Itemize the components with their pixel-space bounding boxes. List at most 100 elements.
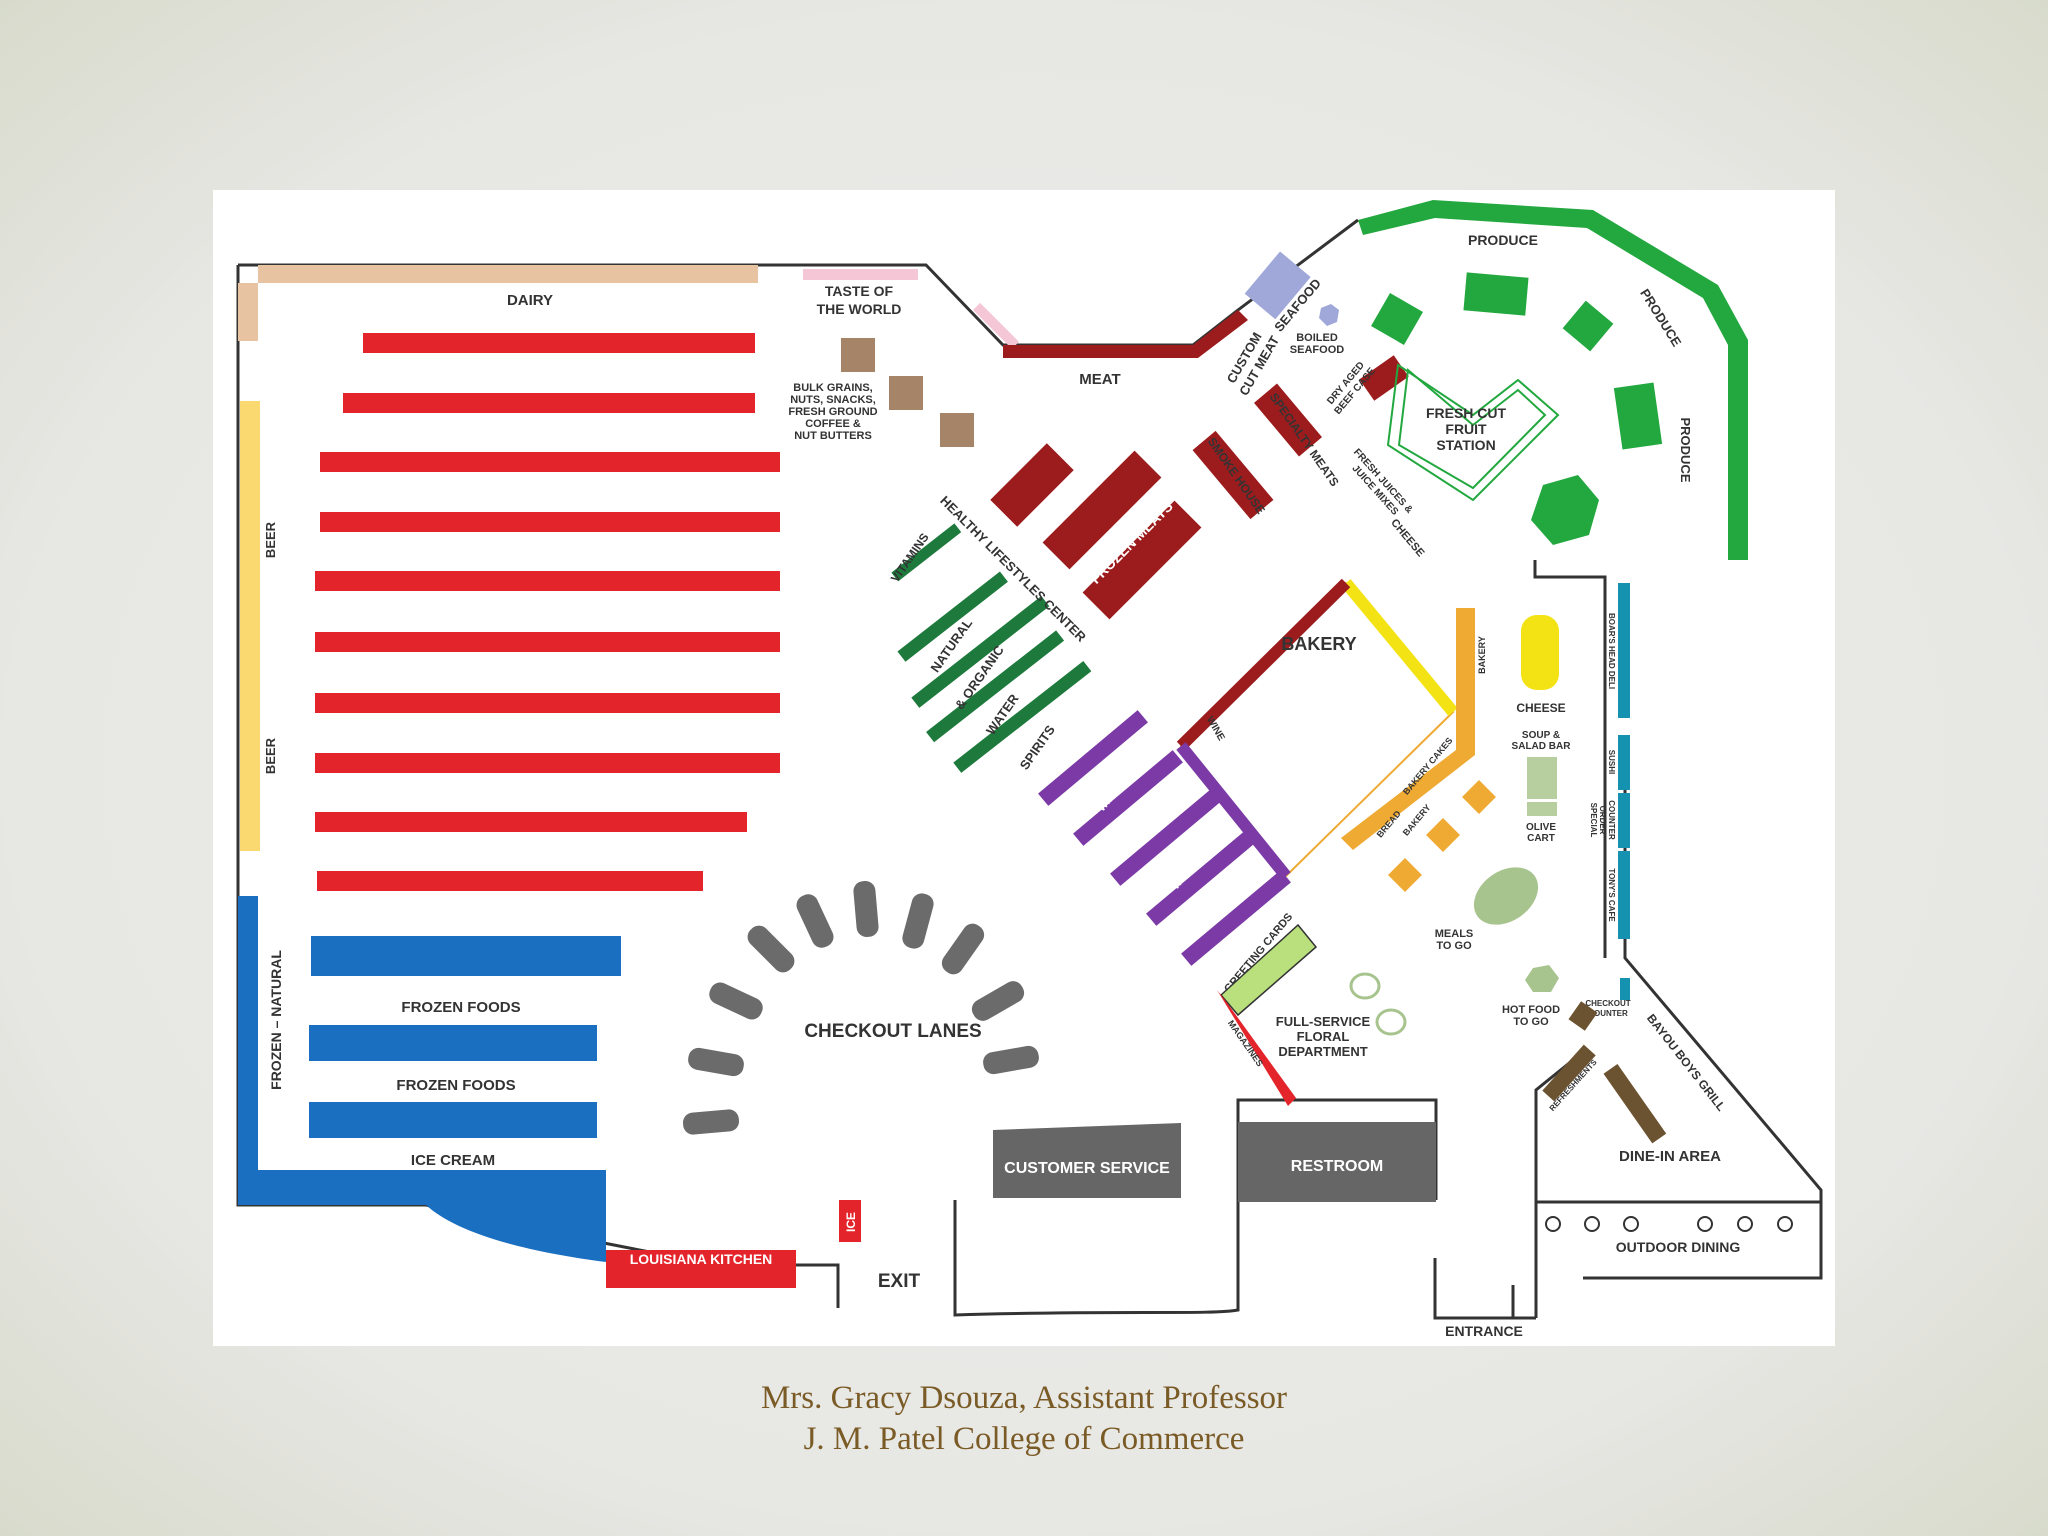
boars-head-deli bbox=[1618, 583, 1630, 718]
checkout-lane bbox=[796, 894, 834, 948]
frozen-meat-case bbox=[990, 443, 1074, 527]
checkout-lane bbox=[983, 1045, 1039, 1075]
label-fruit-station-1: FRESH CUT bbox=[1426, 405, 1507, 421]
label-frozen-foods-2: FROZEN FOODS bbox=[396, 1077, 515, 1094]
produce-table bbox=[1531, 475, 1599, 545]
label-taste-of-world-2: THE WORLD bbox=[817, 301, 902, 317]
floral-department bbox=[1219, 923, 1318, 1017]
label-bulk-grains-3: FRESH GROUND bbox=[788, 406, 877, 418]
label-boiled-seafood-2: SEAFOOD bbox=[1290, 344, 1344, 356]
label-restroom: RESTROOM bbox=[1291, 1158, 1383, 1175]
outdoor-tables bbox=[1545, 1216, 1793, 1232]
ice-chest bbox=[839, 1200, 861, 1242]
bakery-table bbox=[1426, 818, 1460, 852]
label-checkout-counter-1: CHECKOUT bbox=[1585, 999, 1630, 1008]
label-sushi: SUSHI bbox=[1607, 750, 1616, 774]
vitamins-shelf bbox=[891, 523, 962, 582]
taste-of-world-shelf bbox=[803, 269, 918, 280]
floral-display bbox=[1349, 972, 1381, 1000]
label-fruit-station-3: STATION bbox=[1436, 437, 1495, 453]
aisle bbox=[363, 333, 755, 353]
label-entrance: ENTRANCE bbox=[1445, 1323, 1523, 1339]
label-bayou-boys-grill: BAYOU BOYS GRILL bbox=[1644, 1011, 1728, 1113]
bulk-bin bbox=[841, 338, 875, 372]
beer-cooler bbox=[240, 401, 260, 851]
label-ice-cream: ICE CREAM bbox=[411, 1152, 495, 1169]
label-boiled-seafood-1: BOILED bbox=[1296, 332, 1338, 344]
spirits-shelf bbox=[953, 660, 1092, 773]
meals-to-go-table bbox=[1473, 867, 1539, 925]
bakery-counter bbox=[1341, 608, 1475, 850]
label-cheese-diag: CHEESE bbox=[1388, 517, 1426, 559]
wine-shelf bbox=[1073, 750, 1183, 846]
produce-table bbox=[1562, 300, 1614, 352]
meat-case bbox=[1003, 310, 1248, 358]
grocery-aisles bbox=[315, 333, 780, 891]
checkout-lane bbox=[853, 880, 879, 938]
label-meals-to-go-1: MEALS bbox=[1435, 928, 1474, 940]
natural-shelf bbox=[897, 571, 1008, 662]
label-magazines: MAGAZINES bbox=[1226, 1018, 1265, 1068]
louisiana-kitchen bbox=[606, 1250, 796, 1288]
label-special-order-2: ORDER bbox=[1598, 806, 1607, 835]
floral-display bbox=[1375, 1008, 1407, 1036]
magazines-rack bbox=[1217, 990, 1296, 1106]
label-louisiana-kitchen: LOUISIANA KITCHEN bbox=[630, 1251, 773, 1267]
outdoor-table bbox=[1777, 1216, 1793, 1232]
label-beer-top: BEER bbox=[263, 521, 278, 558]
frozen-meat-case bbox=[1042, 450, 1162, 570]
aisle bbox=[315, 753, 780, 773]
label-taste-of-world-1: TASTE OF bbox=[825, 283, 894, 299]
label-floral-2: FLORAL bbox=[1297, 1029, 1350, 1044]
label-bakery-small: BAKERY bbox=[1477, 636, 1487, 674]
caption-author: Mrs. Gracy Dsouza, Assistant Professor bbox=[760, 1380, 1288, 1416]
outdoor-table bbox=[1737, 1216, 1753, 1232]
label-dine-in-area: DINE-IN AREA bbox=[1619, 1148, 1721, 1165]
fruit-station-inner bbox=[1397, 368, 1547, 490]
aisle bbox=[320, 452, 780, 472]
store-floor-plan: DAIRY BEER BEER bbox=[213, 190, 1835, 1346]
sushi-counter bbox=[1618, 735, 1630, 790]
label-floral-3: DEPARTMENT bbox=[1278, 1044, 1367, 1059]
label-meat: MEAT bbox=[1079, 371, 1120, 388]
cheese-case-diag bbox=[1341, 579, 1458, 716]
aisle bbox=[315, 632, 780, 652]
checkout-lane bbox=[709, 982, 763, 1020]
label-hot-food-1: HOT FOOD bbox=[1502, 1004, 1560, 1016]
customer-service-desk bbox=[993, 1123, 1181, 1198]
cheese-case bbox=[1521, 615, 1559, 690]
frozen-section bbox=[238, 896, 621, 1262]
boiled-seafood-station bbox=[1319, 304, 1339, 326]
produce-table bbox=[1463, 272, 1529, 316]
frozen-case bbox=[309, 1025, 597, 1061]
water-shelf bbox=[926, 630, 1065, 743]
label-fruit-station-2: FRUIT bbox=[1445, 421, 1487, 437]
checkout-lane bbox=[971, 981, 1025, 1021]
aisle bbox=[317, 871, 703, 891]
wine-shelf bbox=[1038, 710, 1148, 806]
label-dairy: DAIRY bbox=[507, 292, 553, 309]
dairy-case-corner bbox=[238, 283, 258, 341]
outdoor-table bbox=[1584, 1216, 1600, 1232]
produce-tables bbox=[1371, 272, 1663, 545]
label-cheese: CHEESE bbox=[1516, 701, 1565, 715]
bulk-bin bbox=[889, 376, 923, 410]
label-olive-cart-2: CART bbox=[1527, 833, 1555, 844]
healthy-lifestyles-aisles bbox=[891, 523, 1092, 773]
label-soup-salad-2: SALAD BAR bbox=[1512, 741, 1572, 752]
hot-food-station bbox=[1525, 965, 1559, 992]
outdoor-table bbox=[1545, 1216, 1561, 1232]
wine-shelf bbox=[1110, 790, 1220, 886]
greeting-cards-shelf bbox=[1181, 870, 1291, 966]
label-bulk-grains-4: COFFEE & bbox=[805, 418, 861, 430]
label-bulk-grains-5: NUT BUTTERS bbox=[794, 430, 872, 442]
wine-aisles bbox=[1038, 710, 1291, 966]
salad-bar bbox=[1527, 757, 1557, 799]
frozen-meat-case bbox=[1082, 500, 1202, 620]
label-special-order-3: COUNTER bbox=[1607, 800, 1616, 840]
olive-cart bbox=[1527, 802, 1557, 816]
label-frozen-natural: FROZEN – NATURAL bbox=[268, 950, 284, 1090]
dairy-case bbox=[258, 265, 758, 283]
frozen-case bbox=[311, 936, 621, 976]
label-outdoor-dining: OUTDOOR DINING bbox=[1616, 1239, 1741, 1255]
